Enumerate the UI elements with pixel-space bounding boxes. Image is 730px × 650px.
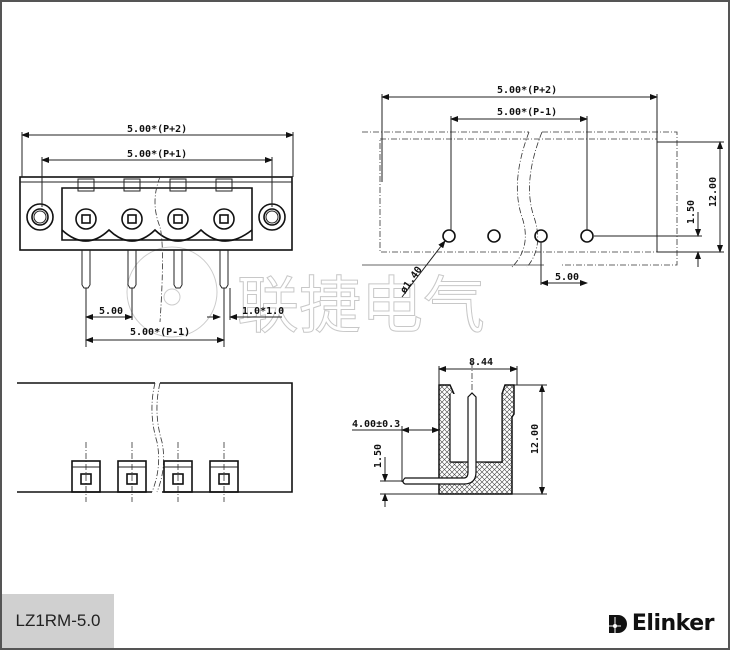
dim-width: 8.44 <box>469 357 493 368</box>
dim-pin-size: 1.0*1.0 <box>242 306 284 317</box>
brand-name: Elinker <box>631 611 715 636</box>
dim-offset: 1.50 <box>373 444 384 468</box>
model-label: LZ1RM-5.0 <box>2 594 114 648</box>
side-section-view: 8.44 12.00 4.00±0.3 1.50 <box>352 357 547 507</box>
dim-offset: 1.50 <box>686 200 697 224</box>
dim-pins: 5.00*(P-1) <box>130 327 190 338</box>
dim-pins: 5.00*(P-1) <box>497 107 557 118</box>
terminals <box>75 178 235 289</box>
dim-height: 12.00 <box>708 177 719 207</box>
dim-height: 12.00 <box>530 424 541 454</box>
terminal-openings <box>71 442 239 502</box>
mount-hole-left <box>26 203 54 231</box>
mount-hole-right <box>258 203 286 231</box>
dim-pitch: 5.00 <box>555 272 579 283</box>
hole-pattern-view: 5.00*(P+2) 5.00*(P-1) 12.00 1.50 5.00 ø1… <box>362 85 724 298</box>
dim-pin-length: 4.00±0.3 <box>352 419 400 430</box>
front-view: 5.00*(P+2) 5.00*(P+1) 5.00 5.00*(P-1) 1.… <box>19 124 294 347</box>
brand-logo: Elinker <box>607 611 715 636</box>
dim-pitch: 5.00 <box>99 306 123 317</box>
dim-mount: 5.00*(P+1) <box>127 149 187 160</box>
watermark: 联捷电气 <box>126 246 486 343</box>
top-view <box>17 382 293 502</box>
dim-total: 5.00*(P+2) <box>497 85 557 96</box>
dim-total: 5.00*(P+2) <box>127 124 187 135</box>
elinker-logo-icon <box>608 614 627 633</box>
svg-text:联捷电气: 联捷电气 <box>237 269 485 342</box>
pcb-holes <box>442 229 594 243</box>
